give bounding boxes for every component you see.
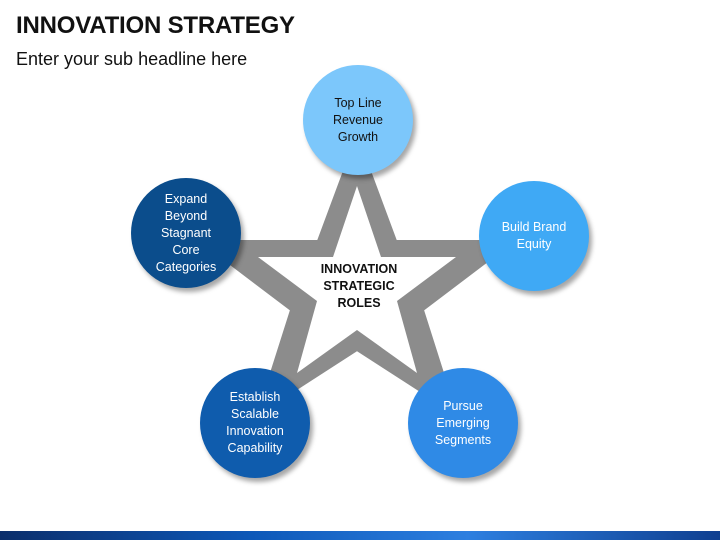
node-build-brand-equity: Build Brand Equity (479, 181, 589, 291)
node-pursue-emerging-segments: Pursue Emerging Segments (408, 368, 518, 478)
node-top-line-revenue-growth: Top Line Revenue Growth (303, 65, 413, 175)
star-outline-inner (258, 186, 456, 373)
node-expand-beyond-stagnant-core-categories: Expand Beyond Stagnant Core Categories (131, 178, 241, 288)
slide-title: INNOVATION STRATEGY (16, 12, 295, 39)
center-label: INNOVATION STRATEGIC ROLES (320, 262, 398, 310)
node-label: Top Line Revenue Growth (332, 95, 384, 144)
node-label: Pursue Emerging Segments (434, 398, 492, 447)
bottom-accent-bar (0, 531, 720, 540)
node-label: Expand Beyond Stagnant Core Categories (155, 191, 217, 274)
node-label: Establish Scalable Innovation Capability (226, 390, 284, 455)
slide-subtitle: Enter your sub headline here (16, 49, 248, 69)
node-establish-scalable-innovation-capability: Establish Scalable Innovation Capability (200, 368, 310, 478)
node-label: Build Brand Equity (501, 220, 567, 251)
